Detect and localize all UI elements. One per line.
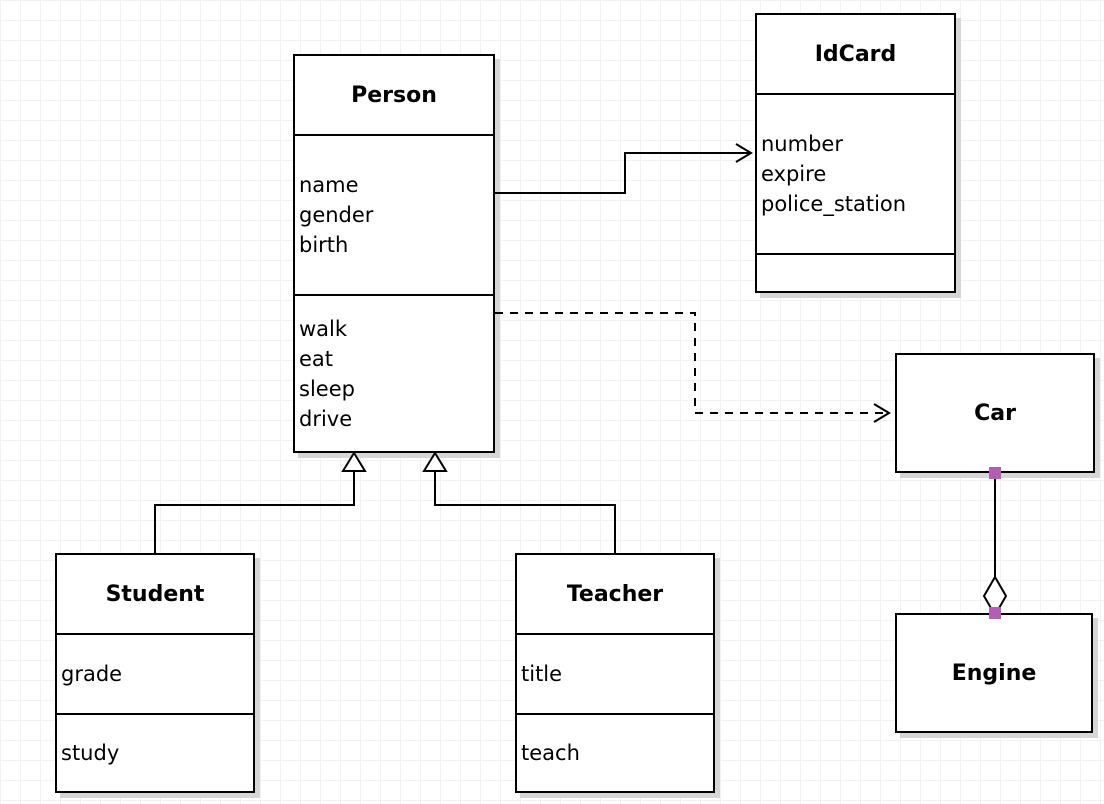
method-label: teach <box>521 741 580 765</box>
class-idcard[interactable]: IdCard number expire police_station <box>755 13 956 293</box>
method-label: eat <box>299 346 334 371</box>
class-person-methods: walk eat sleep drive <box>295 294 493 451</box>
attribute-label: title <box>521 662 563 686</box>
class-student[interactable]: Student grade study <box>55 553 255 793</box>
class-idcard-attributes: number expire police_station <box>757 93 954 253</box>
attribute-label: expire <box>761 162 827 186</box>
open-arrow-icon <box>735 143 753 163</box>
class-student-methods: study <box>57 713 253 791</box>
method-label: sleep <box>299 376 355 401</box>
method-label: drive <box>299 406 353 431</box>
method-label: walk <box>299 316 348 341</box>
class-idcard-title: IdCard <box>814 41 897 67</box>
edge-teacher-person[interactable] <box>422 451 616 553</box>
edge-car-engine[interactable] <box>982 467 1008 619</box>
class-person[interactable]: Person name gender birth walk eat sleep … <box>293 54 495 453</box>
class-person-attributes: name gender birth <box>295 134 493 294</box>
edge-student-person[interactable] <box>154 451 367 553</box>
class-teacher-attributes: title <box>517 633 713 713</box>
edge-person-idcard[interactable] <box>495 143 753 194</box>
attribute-label: gender <box>299 203 374 227</box>
class-person-title: Person <box>351 82 437 108</box>
hollow-triangle-icon <box>422 451 448 472</box>
class-student-attributes: grade <box>57 633 253 713</box>
method-label: study <box>61 741 120 765</box>
hollow-triangle-icon <box>341 451 367 472</box>
attribute-label: grade <box>61 662 123 686</box>
class-teacher-title: Teacher <box>566 581 664 607</box>
class-idcard-methods <box>757 253 954 291</box>
class-teacher-methods: teach <box>517 713 713 791</box>
open-arrow-icon <box>873 403 891 423</box>
class-car[interactable]: Car <box>895 353 1095 473</box>
class-engine[interactable]: Engine <box>895 613 1093 733</box>
attribute-label: birth <box>299 233 349 257</box>
class-engine-title: Engine <box>951 660 1037 686</box>
attribute-label: police_station <box>761 192 907 216</box>
hollow-diamond-icon <box>982 575 1008 617</box>
attribute-label: name <box>299 173 359 197</box>
attribute-label: number <box>761 132 843 156</box>
class-student-title: Student <box>105 581 205 607</box>
edge-person-car[interactable] <box>495 312 891 423</box>
class-teacher[interactable]: Teacher title teach <box>515 553 715 793</box>
class-car-title: Car <box>974 400 1016 426</box>
